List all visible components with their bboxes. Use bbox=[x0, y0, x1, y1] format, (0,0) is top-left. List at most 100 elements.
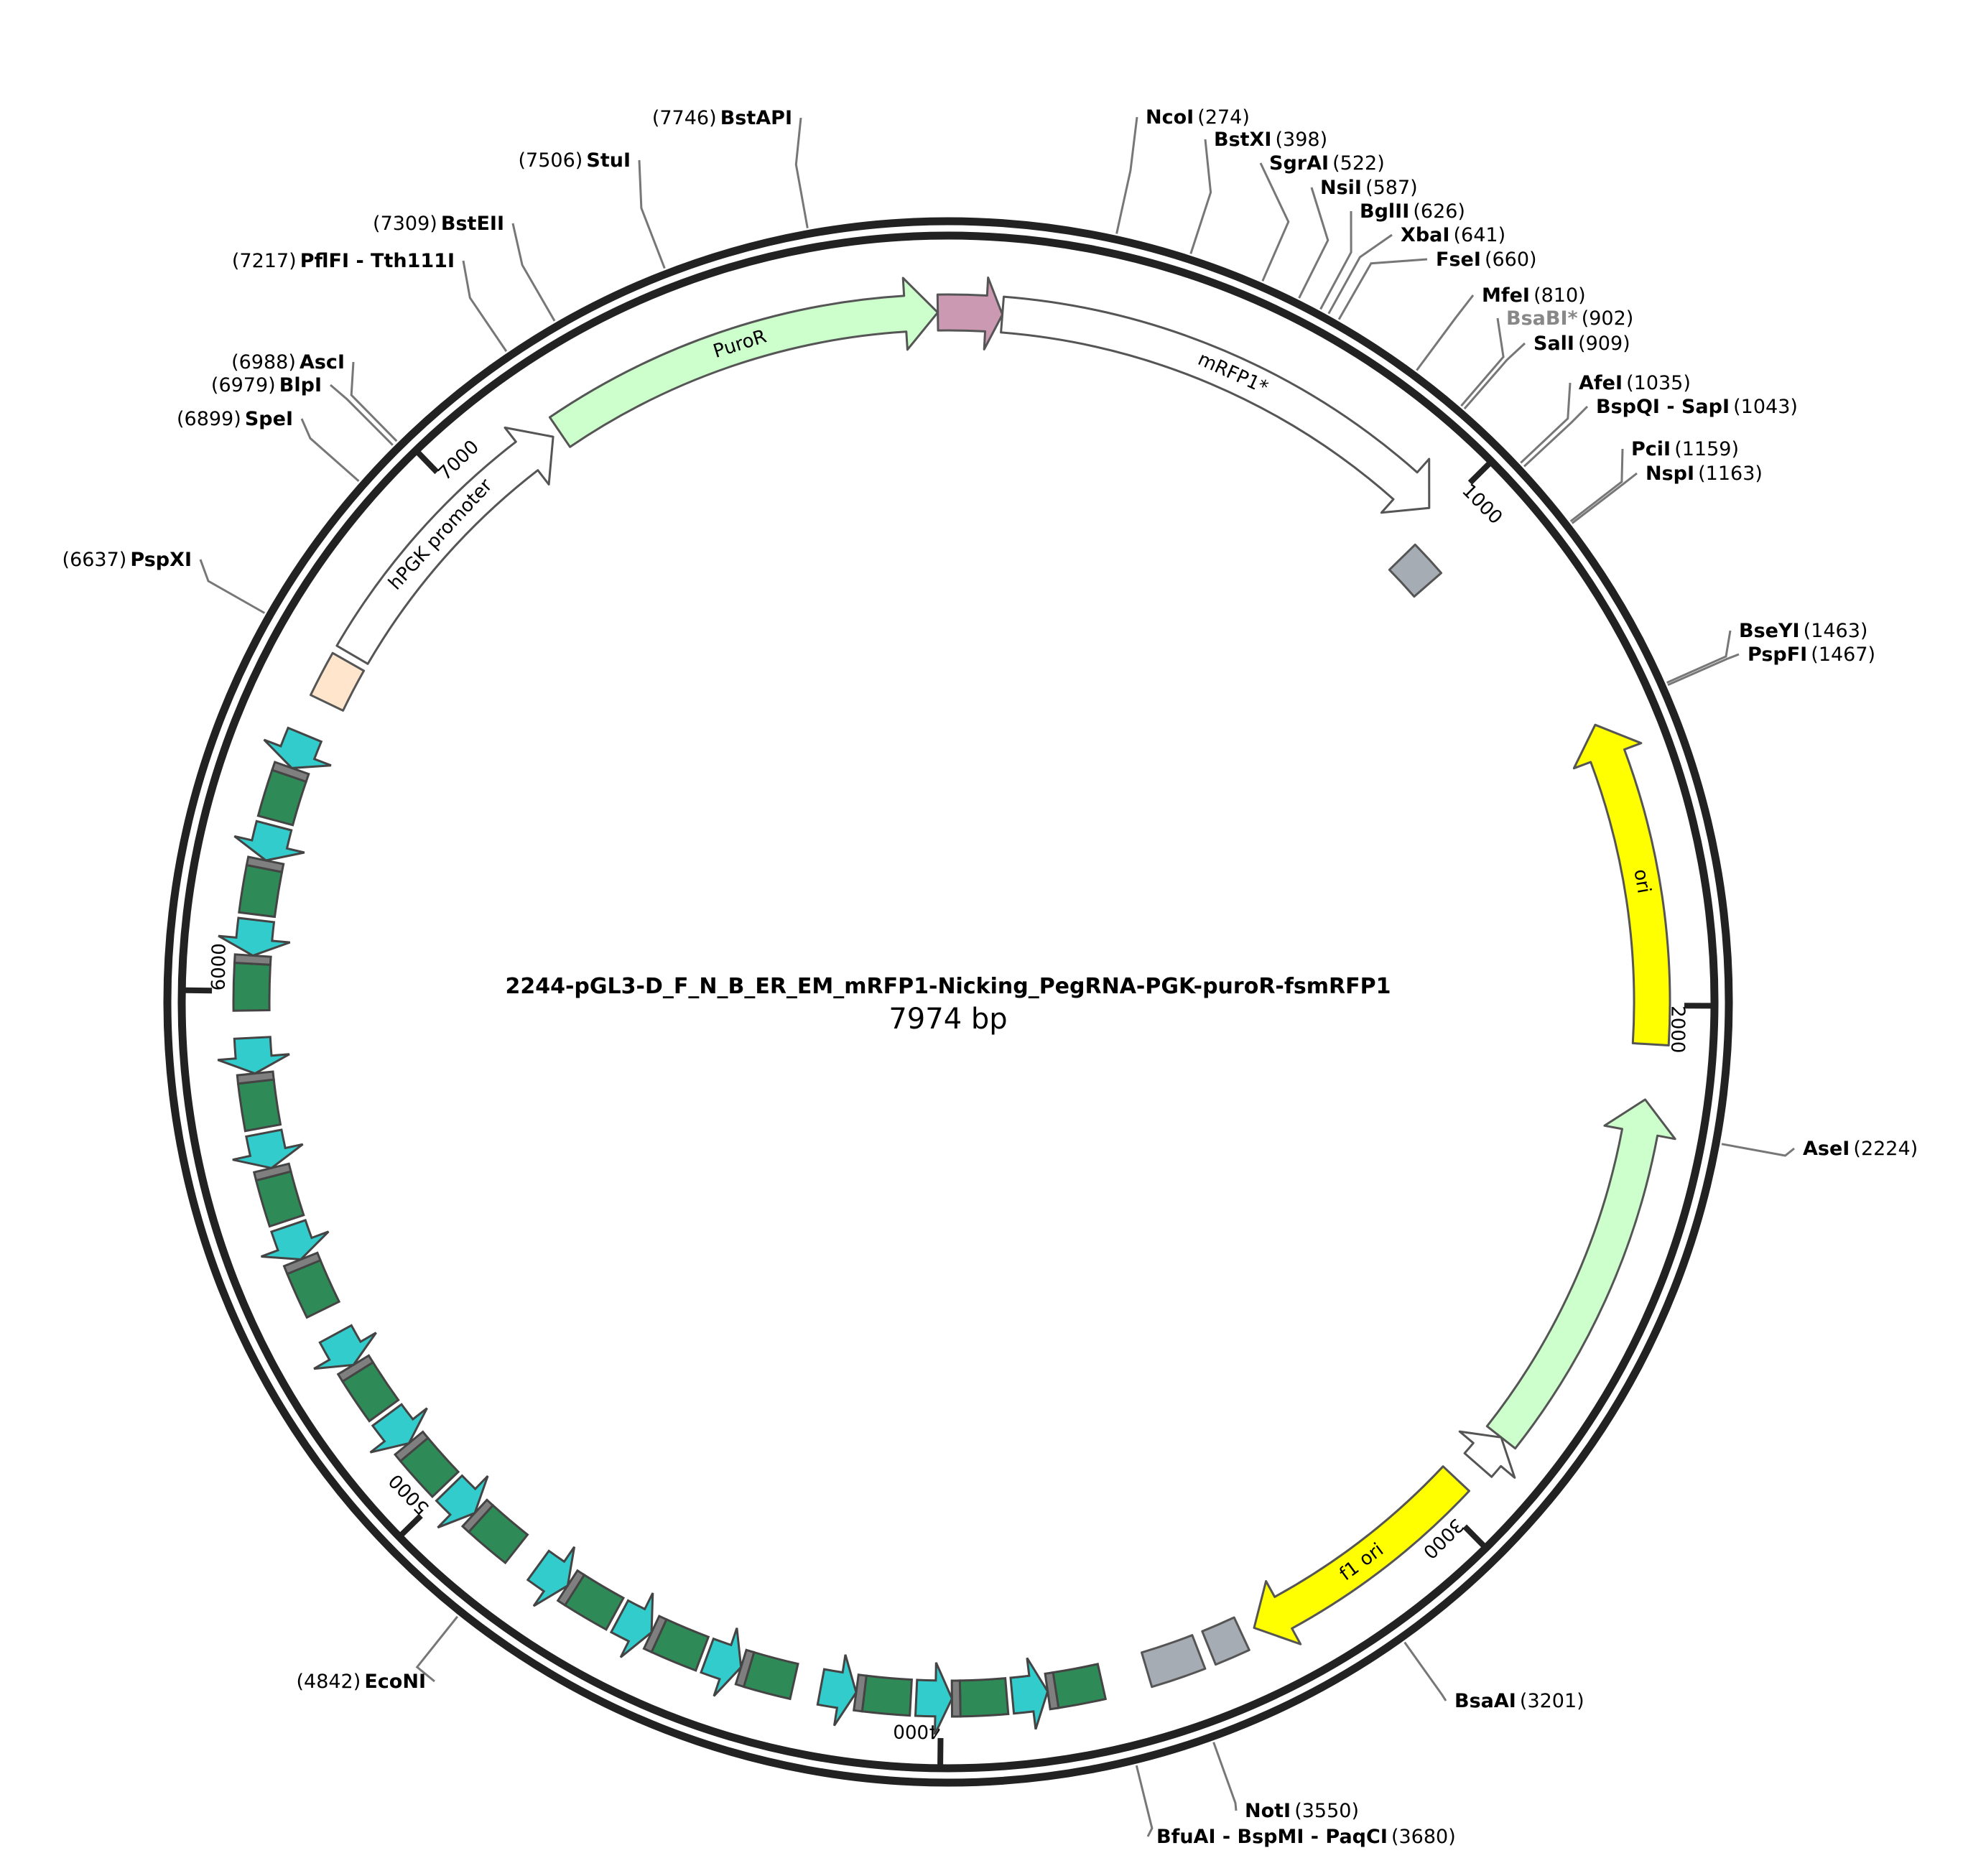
repeat-cyan-arrow bbox=[700, 1627, 743, 1697]
site-name: BstXI bbox=[1214, 129, 1271, 151]
plasmid-length: 7974 bp bbox=[888, 1003, 1007, 1036]
site-name: StuI bbox=[586, 149, 631, 172]
repeat-cyan-arrow bbox=[233, 819, 305, 862]
site-nspi: NspI (1163) bbox=[1571, 463, 1763, 524]
site-label: (6988) AscI bbox=[231, 351, 345, 373]
site-leader-line bbox=[1327, 233, 1393, 315]
site-leader-line bbox=[1298, 187, 1329, 299]
site-leader-line bbox=[1569, 448, 1624, 522]
site-pcii: PciI (1159) bbox=[1569, 438, 1739, 522]
repeat-unit bbox=[700, 1627, 799, 1701]
site-position: (6899) bbox=[177, 408, 241, 430]
site-label: BspQI - SapI (1043) bbox=[1596, 396, 1798, 418]
site-position: (1467) bbox=[1811, 644, 1875, 666]
site-label: AseI (2224) bbox=[1803, 1138, 1918, 1160]
hpgk-promoter-feature-label: hPGK promoter bbox=[384, 475, 496, 594]
site-label: XbaI (641) bbox=[1401, 224, 1505, 246]
site-position: (1163) bbox=[1698, 463, 1763, 485]
site-leader-line bbox=[1319, 210, 1352, 310]
repeat-array bbox=[217, 726, 1108, 1735]
repeat-cyan-arrow bbox=[526, 1546, 576, 1607]
site-afei: AfeI (1035) bbox=[1520, 372, 1691, 464]
site-bsabi-: BsaBI* (902) bbox=[1460, 307, 1633, 407]
repeat-spacer bbox=[233, 953, 272, 966]
site-position: (1043) bbox=[1733, 396, 1798, 418]
site-label: (6979) BlpI bbox=[211, 374, 322, 396]
site-position: (3201) bbox=[1520, 1690, 1584, 1712]
site-nsii: NsiI (587) bbox=[1298, 177, 1418, 299]
peach-feature-shape bbox=[310, 651, 366, 712]
site-leader-line bbox=[794, 117, 809, 228]
repeat-cyan-arrow bbox=[1009, 1657, 1049, 1730]
site-label: BseYI (1463) bbox=[1739, 620, 1867, 642]
site-leader-line bbox=[1259, 162, 1290, 282]
site-name: BglII bbox=[1360, 200, 1409, 223]
site-position: (7309) bbox=[373, 213, 437, 235]
site-blpi: (6979) BlpI bbox=[211, 374, 394, 446]
repeat-spacer bbox=[460, 1498, 495, 1534]
tick-label: 6000 bbox=[208, 943, 231, 991]
site-position: (2224) bbox=[1853, 1138, 1918, 1160]
site-label: (7309) BstEII bbox=[373, 213, 504, 235]
site-name: MfeI bbox=[1482, 284, 1530, 307]
site-leader-line bbox=[1666, 630, 1732, 684]
plasmid-name: 2244-pGL3-D_F_N_B_ER_EM_mRFP1-Nicking_Pe… bbox=[505, 974, 1391, 999]
site-name: PspFI bbox=[1748, 644, 1807, 666]
site-name: NcoI bbox=[1146, 106, 1194, 129]
site-position: (810) bbox=[1533, 284, 1586, 307]
site-leader-line bbox=[1571, 472, 1638, 524]
repeat-spacer bbox=[245, 855, 285, 873]
repeat-unit bbox=[816, 1654, 913, 1727]
site-ncoi: NcoI (274) bbox=[1115, 106, 1250, 234]
repeat-unit bbox=[256, 726, 332, 827]
backbone-inner-ring bbox=[177, 231, 1719, 1773]
site-position: (7217) bbox=[232, 250, 297, 272]
repeat-green-block bbox=[238, 863, 284, 919]
site-leader-line bbox=[330, 384, 394, 446]
site-position: (522) bbox=[1332, 152, 1385, 175]
site-asei: AseI (2224) bbox=[1721, 1138, 1918, 1160]
repeat-unit bbox=[369, 1403, 460, 1499]
pink-feature bbox=[936, 277, 1004, 350]
tick-3000 bbox=[1462, 1524, 1486, 1548]
site-label: NcoI (274) bbox=[1146, 106, 1250, 129]
site-leader-line bbox=[1460, 317, 1505, 407]
site-label: BstXI (398) bbox=[1214, 129, 1327, 151]
site-position: (7746) bbox=[652, 107, 717, 129]
restriction-sites: NcoI (274)BstXI (398)SgrAI (522)NsiI (58… bbox=[62, 106, 1918, 1848]
site-fsei: FseI (660) bbox=[1337, 249, 1537, 320]
site-name: NotI bbox=[1245, 1800, 1291, 1822]
site-sgrai: SgrAI (522) bbox=[1259, 152, 1385, 282]
site-leader-line bbox=[1416, 294, 1475, 371]
site-econi: (4842) EcoNI bbox=[296, 1615, 458, 1693]
site-label: (6637) PspXI bbox=[62, 549, 192, 571]
site-label: BglII (626) bbox=[1360, 200, 1465, 223]
site-position: (641) bbox=[1454, 224, 1506, 246]
site-position: (274) bbox=[1197, 106, 1250, 129]
repeat-spacer bbox=[271, 761, 310, 784]
site-name: PspXI bbox=[130, 549, 192, 571]
site-name: EcoNI bbox=[364, 1671, 426, 1693]
repeat-cyan-arrow bbox=[217, 1036, 290, 1075]
repeat-spacer bbox=[1044, 1671, 1060, 1711]
site-leader-line bbox=[1115, 116, 1138, 234]
site-position: (4842) bbox=[296, 1671, 361, 1693]
repeat-unit bbox=[1009, 1657, 1108, 1730]
site-stui: (7506) StuI bbox=[519, 149, 666, 269]
repeat-unit bbox=[217, 1036, 290, 1133]
site-noti: NotI (3550) bbox=[1212, 1742, 1359, 1822]
backbone-outer-ring bbox=[163, 217, 1733, 1787]
site-xbai: XbaI (641) bbox=[1327, 224, 1505, 315]
tick-label: 4000 bbox=[893, 1720, 940, 1742]
repeat-spacer bbox=[336, 1354, 375, 1383]
site-leader-line bbox=[1463, 342, 1526, 410]
site-label: (6899) SpeI bbox=[177, 408, 293, 430]
site-position: (1463) bbox=[1804, 620, 1868, 642]
site-name: FseI bbox=[1436, 249, 1481, 271]
repeat-spacer bbox=[642, 1615, 668, 1654]
site-position: (6988) bbox=[231, 351, 296, 373]
repeat-unit bbox=[609, 1592, 710, 1672]
site-position: (587) bbox=[1365, 177, 1418, 199]
white-arrow-feature-shape bbox=[1458, 1430, 1516, 1479]
